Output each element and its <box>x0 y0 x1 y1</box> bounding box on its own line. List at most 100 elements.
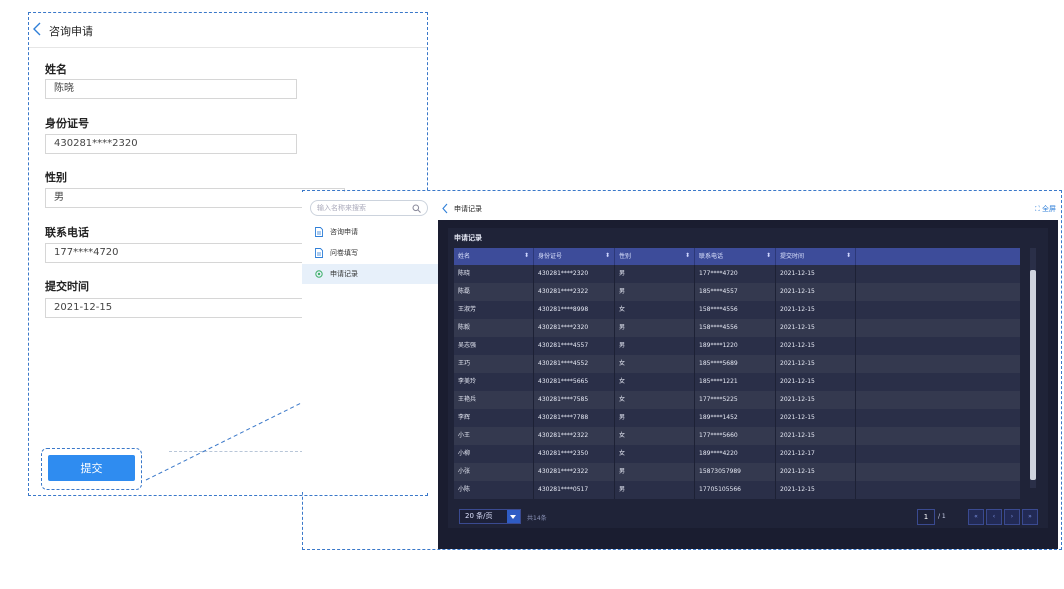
nav-item-records[interactable]: 申请记录 <box>302 264 438 284</box>
fullscreen-label: 全屏 <box>1042 205 1056 213</box>
name-input[interactable]: 陈晓 <box>45 79 297 99</box>
table-scrollbar[interactable] <box>1030 248 1036 488</box>
chevron-left-icon[interactable] <box>31 22 43 36</box>
submit-button[interactable]: 提交 <box>48 455 135 481</box>
table-cell: 177****4720 <box>695 265 776 283</box>
table-cell: 2021-12-15 <box>776 319 856 337</box>
next-page-icon[interactable]: › <box>1004 509 1020 525</box>
table-cell: 王巧 <box>454 355 534 373</box>
table-cell: 小张 <box>454 463 534 481</box>
nav-item-survey[interactable]: 问卷填写 <box>302 243 438 263</box>
table-cell: 185****1221 <box>695 373 776 391</box>
column-header-name[interactable]: 姓名 ⬍ <box>454 248 534 265</box>
submit-time-picker[interactable]: 2021-12-15 <box>45 298 345 318</box>
table-cell: 430281****2322 <box>534 427 615 445</box>
total-count: 共14条 <box>527 515 547 522</box>
column-header-id[interactable]: 身份证号 ⬍ <box>534 248 615 265</box>
table-cell: 男 <box>615 319 695 337</box>
table-cell: 430281****4552 <box>534 355 615 373</box>
table-cell: 2021-12-15 <box>776 373 856 391</box>
table-cell: 女 <box>615 445 695 463</box>
table-cell: 17705105566 <box>695 481 776 499</box>
gender-select-value: 男 <box>54 192 64 203</box>
table-cell: 185****4557 <box>695 283 776 301</box>
table-cell: 男 <box>615 265 695 283</box>
last-page-icon[interactable]: » <box>1022 509 1038 525</box>
table-cell: 430281****2350 <box>534 445 615 463</box>
table-cell: 189****4220 <box>695 445 776 463</box>
fullscreen-button[interactable]: ⛶ 全屏 <box>1035 204 1056 214</box>
table-cell: 430281****2320 <box>534 319 615 337</box>
table-cell: 158****4556 <box>695 301 776 319</box>
nav-sidebar: 输入名称来搜索 咨询申请 问卷填写 申请记录 <box>302 192 438 492</box>
table-cell: 女 <box>615 373 695 391</box>
table-cell: 女 <box>615 427 695 445</box>
table-cell: 2021-12-15 <box>776 283 856 301</box>
column-header-label: 身份证号 <box>538 253 563 260</box>
table-cell: 430281****5665 <box>534 373 615 391</box>
table-cell: 男 <box>615 283 695 301</box>
table-cell: 2021-12-15 <box>776 355 856 373</box>
table-cell: 430281****7585 <box>534 391 615 409</box>
table-cell: 女 <box>615 301 695 319</box>
sort-icon[interactable]: ⬍ <box>684 252 690 259</box>
chevron-left-icon[interactable] <box>441 203 449 214</box>
search-input[interactable]: 输入名称来搜索 <box>310 200 428 216</box>
search-icon[interactable] <box>412 204 421 213</box>
gender-select[interactable]: 男 <box>45 188 345 208</box>
current-page-input[interactable]: 1 <box>917 509 935 525</box>
sort-icon[interactable]: ⬍ <box>845 252 851 259</box>
nav-item-label: 咨询申请 <box>330 228 358 236</box>
table-cell: 2021-12-15 <box>776 391 856 409</box>
caret-down-icon[interactable] <box>507 510 520 523</box>
table-cell: 430281****2322 <box>534 463 615 481</box>
table-cell: 430281****8998 <box>534 301 615 319</box>
records-content: 申请记录 姓名 ⬍ 身份证号 ⬍ 性别 ⬍ 联系电话 ⬍ 提交时间 ⬍ <box>438 220 1058 549</box>
table-cell: 158****4556 <box>695 319 776 337</box>
sort-icon[interactable]: ⬍ <box>765 252 771 259</box>
records-title: 申请记录 <box>454 205 482 213</box>
scrollbar-thumb[interactable] <box>1030 270 1036 480</box>
table-cell: 430281****2320 <box>534 265 615 283</box>
column-header-phone[interactable]: 联系电话 ⬍ <box>695 248 776 265</box>
column-header-gender[interactable]: 性别 ⬍ <box>615 248 695 265</box>
search-placeholder: 输入名称来搜索 <box>317 204 366 212</box>
column-header-time[interactable]: 提交时间 ⬍ <box>776 248 856 265</box>
phone-label: 联系电话 <box>45 226 89 239</box>
table-cell: 2021-12-15 <box>776 409 856 427</box>
table-cell: 陈晓 <box>454 265 534 283</box>
table-cell: 2021-12-15 <box>776 481 856 499</box>
first-page-icon[interactable]: « <box>968 509 984 525</box>
sort-icon[interactable]: ⬍ <box>523 252 529 259</box>
nav-item-label: 申请记录 <box>330 270 358 278</box>
table-cell: 2021-12-15 <box>776 463 856 481</box>
column-header-label: 性别 <box>619 253 632 260</box>
table-cell: 2021-12-15 <box>776 265 856 283</box>
table-cell: 430281****0517 <box>534 481 615 499</box>
table-cell: 15873057989 <box>695 463 776 481</box>
prev-page-icon[interactable]: ‹ <box>986 509 1002 525</box>
document-icon <box>315 227 323 237</box>
table-cell: 2021-12-17 <box>776 445 856 463</box>
table-caption: 申请记录 <box>454 234 482 242</box>
page-size-select[interactable]: 20 条/页 <box>459 509 521 524</box>
submit-time-value: 2021-12-15 <box>54 302 113 313</box>
id-number-input[interactable]: 430281****2320 <box>45 134 297 154</box>
table-cell: 男 <box>615 481 695 499</box>
sort-icon[interactable]: ⬍ <box>604 252 610 259</box>
nav-item-consult[interactable]: 咨询申请 <box>302 222 438 242</box>
phone-input[interactable]: 177****4720 <box>45 243 345 263</box>
